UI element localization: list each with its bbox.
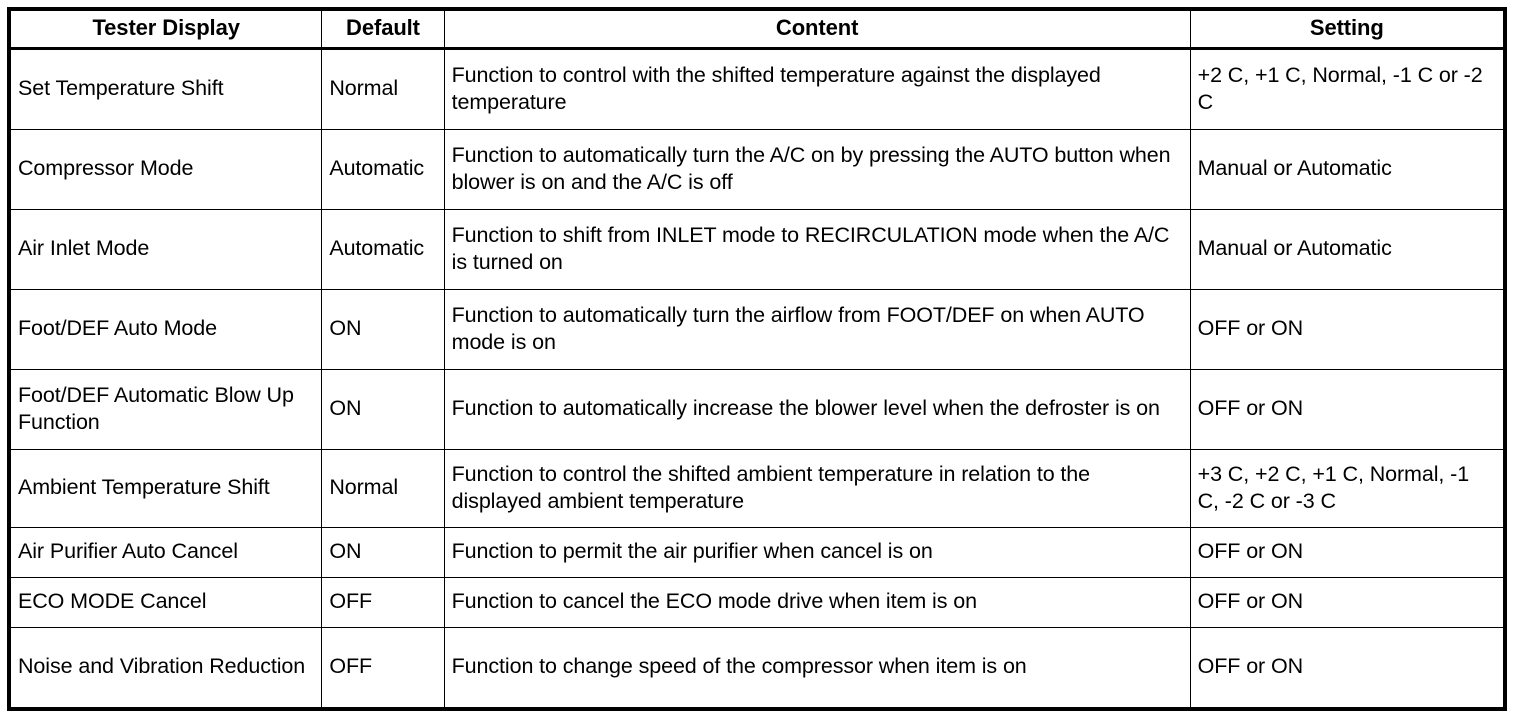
- cell-default: ON: [321, 369, 445, 451]
- cell-setting: Manual or Automatic: [1189, 209, 1506, 291]
- cell-content: Function to permit the air purifier when…: [443, 527, 1191, 579]
- cell-default: ON: [321, 289, 445, 371]
- table-row: Compressor Mode Automatic Function to au…: [8, 129, 1506, 211]
- cell-content: Function to automatically increase the b…: [443, 369, 1191, 451]
- page-root: Tester Display Default Content Setting S…: [7, 7, 1507, 711]
- header-row: Tester Display Default Content Setting: [8, 8, 1506, 51]
- column-header-default: Default: [321, 8, 445, 51]
- table-row: Air Inlet Mode Automatic Function to shi…: [8, 209, 1506, 291]
- cell-tester-display: Compressor Mode: [8, 129, 323, 211]
- cell-setting: OFF or ON: [1189, 369, 1506, 451]
- cell-tester-display: Air Purifier Auto Cancel: [8, 527, 323, 579]
- cell-content: Function to change speed of the compress…: [443, 627, 1191, 710]
- column-header-setting: Setting: [1189, 8, 1506, 51]
- cell-tester-display: Noise and Vibration Reduction: [8, 627, 323, 710]
- cell-default: Normal: [321, 48, 445, 131]
- cell-setting: Manual or Automatic: [1189, 129, 1506, 211]
- cell-content: Function to cancel the ECO mode drive wh…: [443, 577, 1191, 629]
- cell-default: OFF: [321, 627, 445, 710]
- cell-setting: OFF or ON: [1189, 577, 1506, 629]
- cell-content: Function to control with the shifted tem…: [443, 48, 1191, 131]
- cell-content: Function to automatically turn the airfl…: [443, 289, 1191, 371]
- cell-setting: OFF or ON: [1189, 289, 1506, 371]
- table-row: Noise and Vibration Reduction OFF Functi…: [8, 627, 1506, 710]
- table-row: Foot/DEF Auto Mode ON Function to automa…: [8, 289, 1506, 371]
- cell-content: Function to control the shifted ambient …: [443, 449, 1191, 529]
- cell-setting: +3 C, +2 C, +1 C, Normal, -1 C, -2 C or …: [1189, 449, 1506, 529]
- cell-tester-display: ECO MODE Cancel: [8, 577, 323, 629]
- table-row: Air Purifier Auto Cancel ON Function to …: [8, 527, 1506, 579]
- table-row: Ambient Temperature Shift Normal Functio…: [8, 449, 1506, 529]
- table-body: Set Temperature Shift Normal Function to…: [8, 48, 1506, 710]
- cell-default: Automatic: [321, 129, 445, 211]
- cell-content: Function to automatically turn the A/C o…: [443, 129, 1191, 211]
- cell-default: Normal: [321, 449, 445, 529]
- cell-default: OFF: [321, 577, 445, 629]
- cell-tester-display: Foot/DEF Automatic Blow Up Function: [8, 369, 323, 451]
- cell-tester-display: Air Inlet Mode: [8, 209, 323, 291]
- cell-tester-display: Ambient Temperature Shift: [8, 449, 323, 529]
- table-row: ECO MODE Cancel OFF Function to cancel t…: [8, 577, 1506, 629]
- column-header-content: Content: [443, 8, 1191, 51]
- table-header: Tester Display Default Content Setting: [8, 8, 1506, 51]
- cell-setting: +2 C, +1 C, Normal, -1 C or -2 C: [1189, 48, 1506, 131]
- cell-default: Automatic: [321, 209, 445, 291]
- tester-display-settings-table: Tester Display Default Content Setting S…: [7, 7, 1507, 711]
- cell-tester-display: Set Temperature Shift: [8, 48, 323, 131]
- cell-setting: OFF or ON: [1189, 527, 1506, 579]
- cell-content: Function to shift from INLET mode to REC…: [443, 209, 1191, 291]
- cell-default: ON: [321, 527, 445, 579]
- column-header-tester-display: Tester Display: [8, 8, 323, 51]
- cell-setting: OFF or ON: [1189, 627, 1506, 710]
- table-row: Set Temperature Shift Normal Function to…: [8, 48, 1506, 131]
- table-row: Foot/DEF Automatic Blow Up Function ON F…: [8, 369, 1506, 451]
- cell-tester-display: Foot/DEF Auto Mode: [8, 289, 323, 371]
